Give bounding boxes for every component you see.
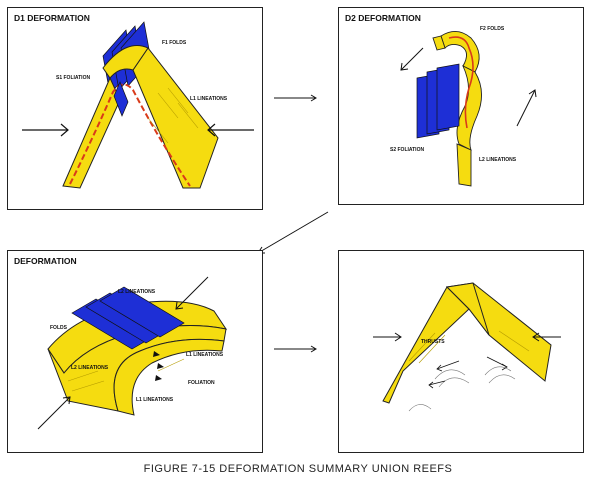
d3-label-folds: FOLDS	[50, 325, 67, 331]
d1-left-arrow	[22, 123, 69, 137]
d2-label-f2-folds: F2 FOLDS	[480, 26, 505, 32]
panel-d3-title: DEFORMATION	[14, 256, 77, 266]
panel-d2-title: D2 DEFORMATION	[345, 13, 421, 23]
d2-arrow-right	[516, 89, 537, 127]
d3-label-foliation: FOLIATION	[188, 380, 215, 386]
d3-thrust-markers	[153, 351, 164, 381]
d3-lineation-marks	[67, 358, 185, 392]
d3-label-l1-lineations-bottom: L1 LINEATIONS	[136, 397, 174, 403]
d1-right-arrow	[207, 123, 254, 137]
d1-label-s1-foliation: S1 FOLIATION	[56, 75, 91, 81]
arrow-p2-to-p3	[257, 211, 329, 254]
d1-axial-plane-front	[113, 81, 129, 117]
d2-fold-diagram	[400, 31, 537, 187]
d4-hinge	[445, 282, 490, 336]
panel-d3-deformation: DEFORMATION L2 LINEATIONS	[7, 250, 263, 453]
d2-label-s2-foliation: S2 FOLIATION	[390, 147, 425, 153]
d2-fold-slab	[456, 143, 472, 187]
panel-d1-deformation: D1 DEFORMATION F1 FOLDS S1 FOLIATI	[7, 7, 263, 210]
d3-slab-side	[113, 338, 225, 416]
d2-label-l2-lineations: L2 LINEATIONS	[479, 157, 517, 163]
d4-label-thrusts: THRUSTS	[421, 339, 445, 345]
panel-d4-thrusts: THRUSTS	[338, 250, 584, 453]
d4-fold-diagram	[373, 282, 561, 412]
d4-left-limb	[382, 286, 470, 404]
d1-fold-left-limb	[62, 76, 121, 189]
d2-plane-3	[436, 63, 460, 131]
figure-caption: FIGURE 7-15 DEFORMATION SUMMARY UNION RE…	[143, 463, 453, 475]
d3-label-l1-lineations-right: L1 LINEATIONS	[186, 352, 224, 358]
d1-fold-hinge	[102, 45, 149, 79]
d1-lineation-marks	[147, 87, 199, 144]
d2-arrow-upper-left	[400, 47, 424, 71]
d3-arrow-bottom-left	[37, 396, 71, 430]
d4-lineation-marks	[408, 330, 530, 364]
d4-right-arrow	[532, 332, 561, 342]
d3-fold-diagram	[37, 276, 228, 430]
panel-d2-deformation: D2 DEFORMATION F2 FOLDS S2 FOLIATION L2 …	[338, 7, 584, 205]
d3-label-l2-lineations-mid: L2 LINEATIONS	[71, 365, 109, 371]
d1-fold-right-limb	[132, 47, 219, 189]
d4-slip-arrows	[428, 356, 508, 389]
panel-d1-title: D1 DEFORMATION	[14, 13, 90, 23]
d4-left-arrow	[373, 332, 402, 342]
d1-label-l1-lineations: L1 LINEATIONS	[190, 96, 228, 102]
d4-thrust-arcs	[408, 366, 516, 412]
d1-red-vein	[69, 83, 191, 187]
d3-label-l2-lineations-top: L2 LINEATIONS	[118, 289, 156, 295]
d2-fold-slab-top	[432, 35, 446, 51]
d1-label-f1-folds: F1 FOLDS	[162, 40, 187, 46]
d3-plane-3	[99, 286, 185, 338]
d3-arrow-top-right	[175, 276, 209, 310]
d1-fold-diagram	[22, 21, 254, 189]
arrow-p1-to-p2	[274, 94, 317, 102]
arrow-p3-to-p4	[274, 345, 317, 353]
d2-fold-ribbon-mid	[456, 65, 482, 151]
d2-red-vein	[448, 36, 474, 129]
